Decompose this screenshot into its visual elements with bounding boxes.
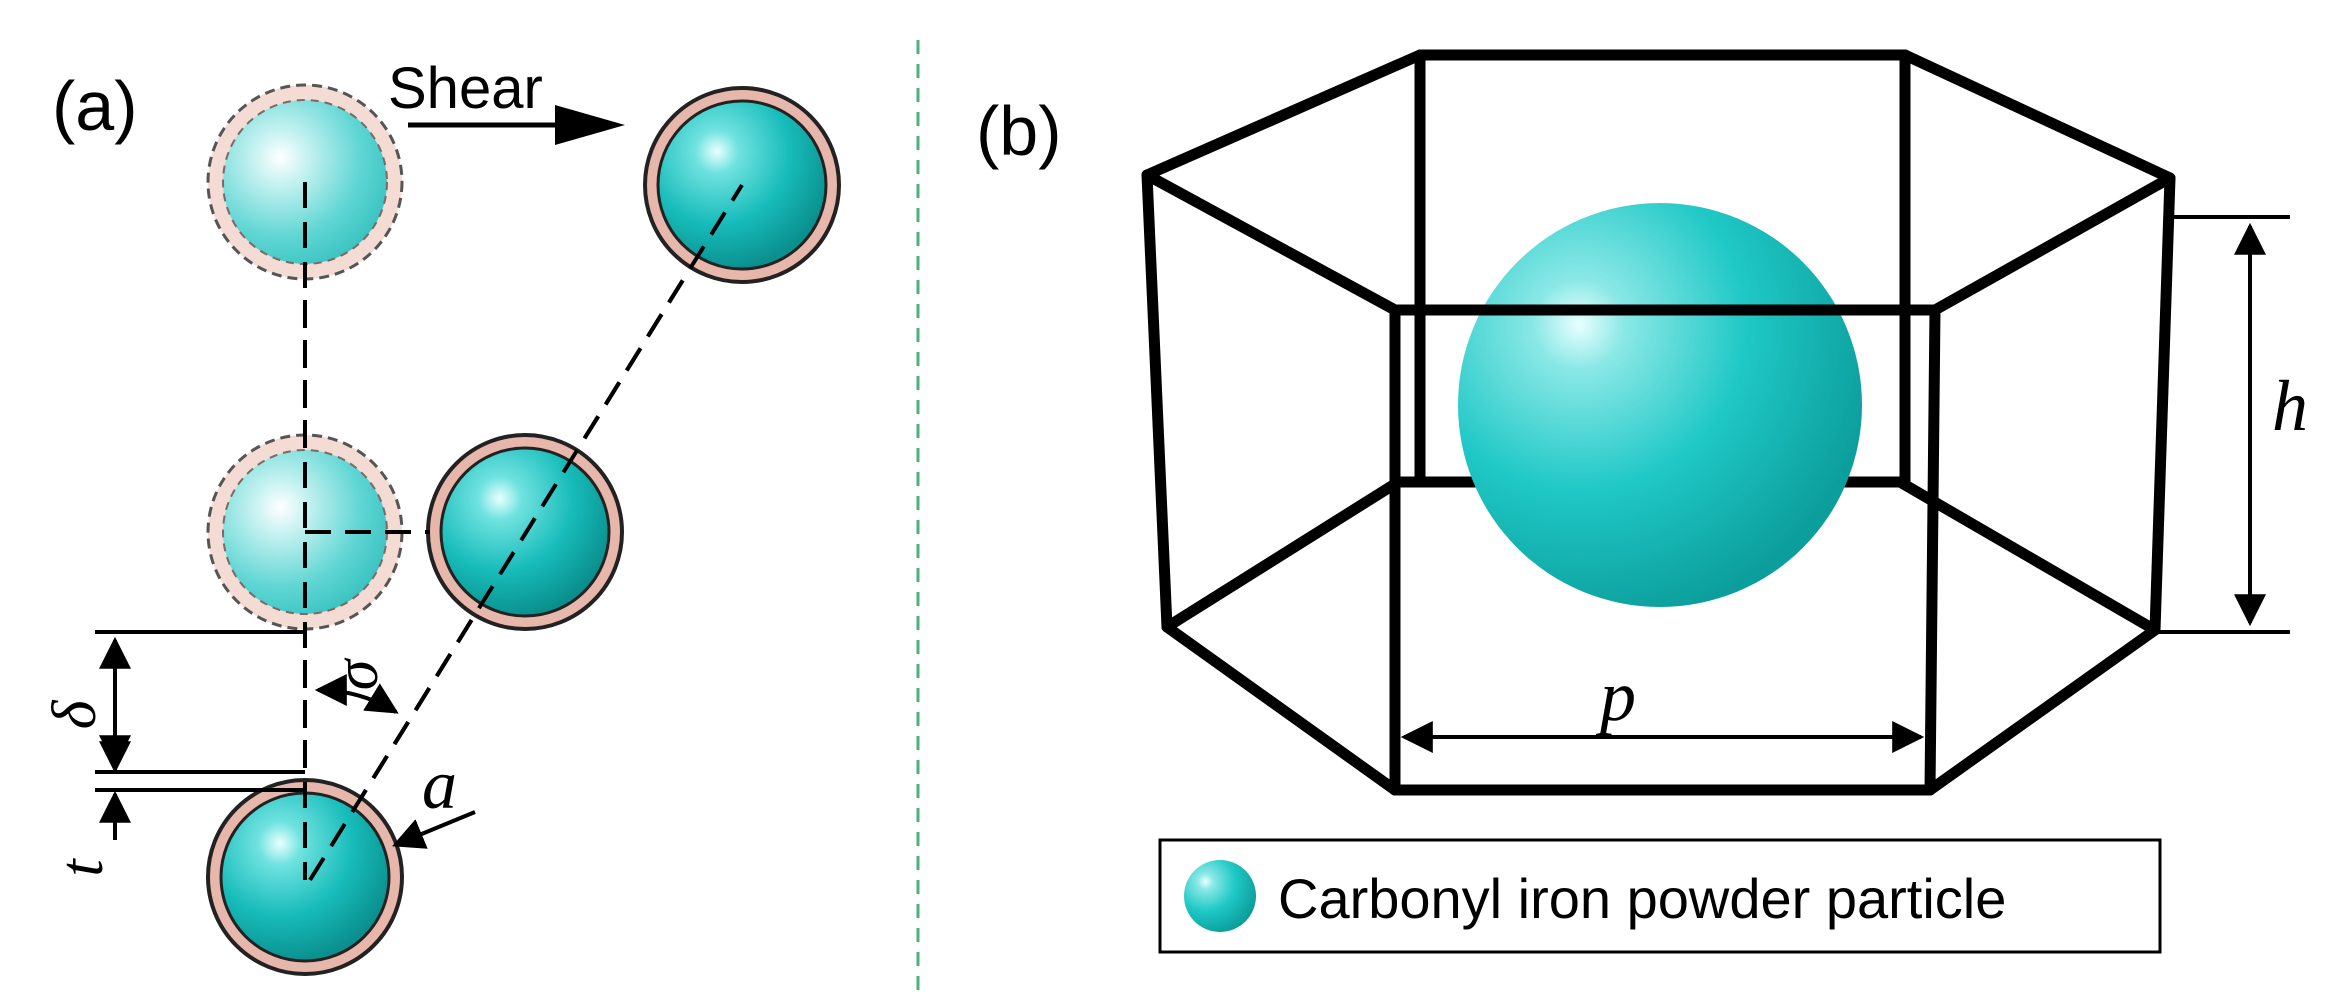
legend: Carbonyl iron powder particle [1158,838,2162,954]
panel-a-label: (a) [52,67,138,145]
t-symbol: t [48,858,116,877]
panel-a: (a) Shear [41,56,841,976]
a-pointer-arrow [392,810,476,849]
sigma-symbol: σ [323,657,391,690]
shear-arrow-head [555,105,625,145]
delta-symbol: δ [41,699,109,729]
p-symbol: p [1595,656,1636,736]
panel-b-label: (b) [976,92,1062,170]
sigma-arc [314,674,399,714]
hexagonal-prism-front [1141,169,2176,796]
legend-particle-icon [1184,860,1256,932]
carbonyl-iron-particle [1458,203,1862,607]
panel-b: (b) h p [976,49,2308,954]
legend-label: Carbonyl iron powder particle [1278,867,2006,930]
a-symbol: a [422,747,457,824]
sheared-axis-overlay [308,183,744,882]
shear-label: Shear [388,56,543,121]
legend-box [1158,838,2162,954]
h-symbol: h [2272,366,2308,446]
